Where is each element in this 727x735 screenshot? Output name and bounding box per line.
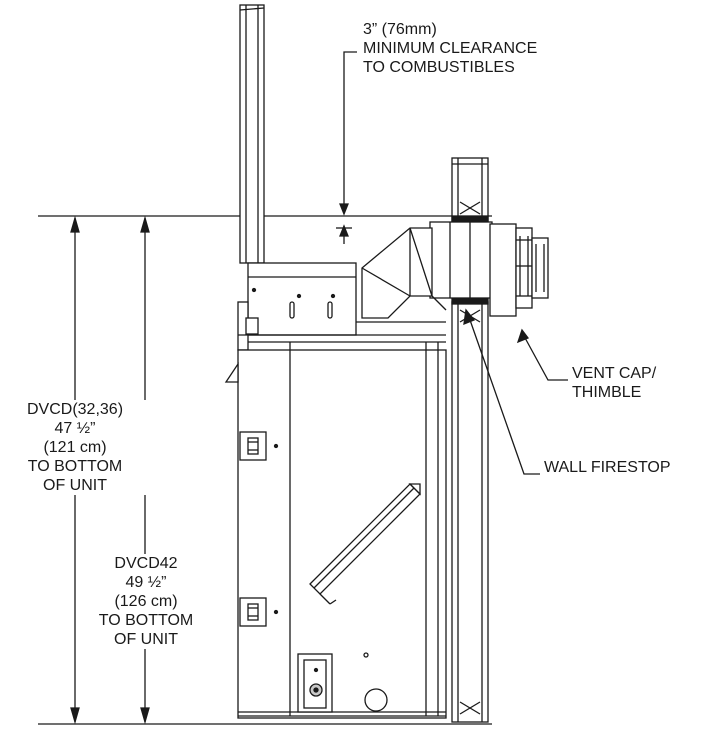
dim-small-line3: (121 cm) — [43, 439, 107, 456]
vent-cap-label-line1: VENT CAP/ — [572, 365, 657, 382]
hinge-bracket-upper — [239, 431, 279, 461]
clearance-label-line2: MINIMUM CLEARANCE — [363, 40, 538, 57]
diagonal-baffle — [309, 483, 421, 605]
hinge-bracket-lower — [239, 597, 279, 627]
wall-firestop-leader — [463, 308, 540, 475]
dim-small-line1: DVCD(32,36) — [26, 401, 124, 418]
dim-small-line5: OF UNIT — [43, 477, 107, 494]
clearance-label-line1: 3” (76mm) — [363, 21, 437, 38]
dim-large-line3: (126 cm) — [114, 593, 178, 610]
clearance-leader — [336, 51, 357, 244]
wall-framing-right — [451, 157, 489, 723]
dim-large-line1: DVCD42 — [114, 555, 178, 572]
wall-firestop-label: WALL FIRESTOP — [544, 459, 671, 476]
vertical-framing-top — [239, 4, 265, 264]
unit-top-box — [247, 262, 357, 336]
dim-small-line2: 47 ½” — [54, 420, 96, 437]
horizontal-vent-pipe — [429, 221, 493, 299]
dim-large-line2: 49 ½” — [125, 574, 167, 591]
vent-cap-leader — [516, 328, 568, 381]
dim-large-line5: OF UNIT — [114, 631, 178, 648]
access-port — [364, 688, 388, 712]
dimension-label-large-unit: DVCD42 49 ½” (126 cm) TO BOTTOM OF UNIT — [76, 554, 216, 649]
vent-cap-thimble — [489, 223, 549, 317]
fireplace-unit-body — [224, 342, 447, 719]
vent-cap-label: VENT CAP/ THIMBLE — [572, 364, 656, 402]
clearance-label-line3: TO COMBUSTIBLES — [363, 59, 515, 76]
dim-large-line4: TO BOTTOM — [98, 612, 194, 629]
unit-top-flange — [237, 301, 446, 351]
dimension-label-small-unit: DVCD(32,36) 47 ½” (121 cm) TO BOTTOM OF … — [4, 400, 146, 495]
control-panel — [297, 652, 369, 713]
dim-small-line4: TO BOTTOM — [27, 458, 123, 475]
vent-elbow — [361, 227, 447, 319]
vent-cap-label-line2: THIMBLE — [572, 384, 642, 401]
clearance-label: 3” (76mm) MINIMUM CLEARANCE TO COMBUSTIB… — [363, 20, 537, 77]
